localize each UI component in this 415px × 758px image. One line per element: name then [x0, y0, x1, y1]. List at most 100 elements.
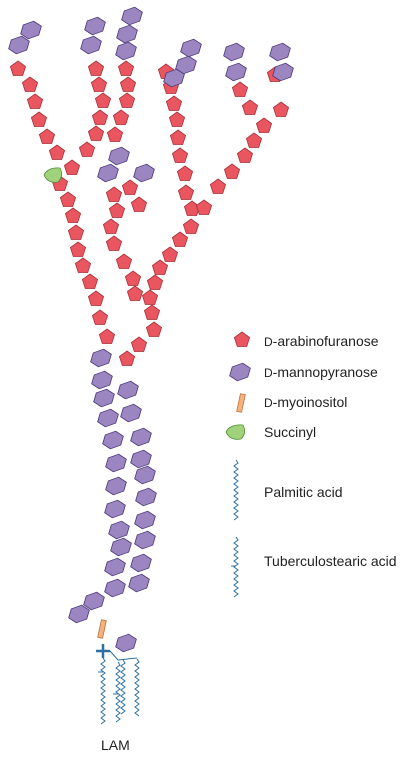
arabinofuranose-pentagon [141, 289, 159, 305]
mannopyranose-hexagon [97, 163, 119, 183]
arabinofuranose-pentagon [126, 285, 144, 301]
arabinofuranose-pentagon [63, 159, 81, 175]
legend-suffix-myoinositol: -myoinositol [272, 394, 348, 410]
mannopyranose-hexagon [134, 465, 156, 485]
arabinofuranose-pentagon [87, 60, 105, 76]
arabinofuranose-pentagon [118, 92, 136, 108]
arabinofuranose-pentagon [119, 76, 137, 92]
mannopyranose-hexagon [110, 537, 132, 557]
arabinofuranose-pentagon [143, 304, 161, 320]
legend-label-tuberculostearic-acid: Tuberculostearic acid [264, 553, 397, 569]
mannopyranose-hexagon [115, 41, 137, 61]
legend-prefix-mannopyranose: D [264, 366, 273, 380]
arabinofuranose-pentagon [78, 141, 96, 157]
arabinofuranose-pentagon [161, 246, 179, 262]
glycerol-cross [96, 644, 110, 658]
arabinofuranose-pentagon [98, 328, 116, 344]
mannopyranose-hexagon [90, 348, 112, 368]
arabinofuranose-pentagon [130, 336, 148, 352]
arabinofuranose-pentagon [130, 196, 148, 212]
arabinofuranose-pentagon [91, 309, 109, 325]
arabinofuranose-pentagon [124, 270, 142, 286]
arabinofuranose-pentagon [87, 290, 105, 306]
mannopyranose-hexagon [117, 380, 139, 400]
legend-label-myoinositol: D-myoinositol [264, 394, 347, 410]
mannopyranose-hexagon [115, 633, 137, 653]
legend-label-mannopyranose: D-mannopyranose [264, 364, 378, 380]
arabinofuranose-pentagon [26, 93, 44, 109]
arabinofuranose-pentagon [231, 81, 249, 97]
arabinofuranose-pentagon [106, 126, 124, 142]
arabinofuranose-pentagon [118, 350, 136, 366]
arabinofuranose-pentagon [69, 241, 87, 257]
mannopyranose-hexagon [84, 16, 106, 36]
anchor-acyl-chain [120, 659, 126, 715]
arabinofuranose-pentagon [171, 231, 189, 247]
mannopyranose-hexagon [128, 573, 150, 593]
arabinofuranose-pentagon [171, 147, 189, 163]
mannopyranose-hexagon [116, 24, 138, 44]
arabinofuranose-pentagon [146, 274, 164, 290]
arabinofuranose-pentagon [108, 202, 126, 218]
mannopyranose-hexagon [130, 553, 152, 573]
mannopyranose-hexagon [108, 146, 130, 166]
legend-mannopyranose-icon [229, 362, 251, 382]
arabinofuranose-pentagon [67, 224, 85, 240]
mannopyranose-hexagon [80, 35, 102, 55]
arabinofuranose-pentagon [30, 111, 48, 127]
mannopyranose-hexagon [272, 62, 294, 82]
arabinofuranose-pentagon [117, 60, 135, 76]
arabinofuranose-pentagon [91, 109, 109, 125]
arabinofuranose-pentagon [102, 218, 120, 234]
legend-label-palmitic-acid: Palmitic acid [264, 484, 343, 500]
mannopyranose-hexagon [134, 530, 156, 550]
anchor-acyl-chain [134, 658, 140, 717]
mannopyranose-hexagon [105, 453, 127, 473]
mannopyranose-hexagon [180, 38, 202, 58]
mannopyranose-hexagon [93, 388, 115, 408]
legend-myoinositol-icon [236, 393, 246, 413]
legend-arabinofuranose-icon [233, 331, 251, 347]
arabinofuranose-pentagon [74, 257, 92, 273]
arabinofuranose-pentagon [168, 111, 186, 127]
mannopyranose-hexagon [20, 20, 42, 40]
mannopyranose-hexagon [102, 430, 124, 450]
anchor-acyl-chain [100, 657, 106, 725]
legend-succinyl-icon [225, 424, 245, 440]
legend-tuberculostearic-acid-icon [233, 536, 239, 598]
arabinofuranose-pentagon [241, 99, 259, 115]
mannopyranose-hexagon [104, 499, 126, 519]
arabinofuranose-pentagon [38, 128, 56, 144]
arabinofuranose-pentagon [105, 186, 123, 202]
legend-suffix-arabinofuranose: -arabinofuranose [272, 333, 379, 349]
arabinofuranose-pentagon [94, 92, 112, 108]
mannopyranose-hexagon [120, 403, 142, 423]
arabinofuranose-pentagon [236, 147, 254, 163]
anchor-acyl-chain [115, 661, 121, 723]
arabinofuranose-pentagon [195, 199, 213, 215]
mannopyranose-hexagon [225, 62, 247, 82]
mannopyranose-hexagon [130, 427, 152, 447]
arabinofuranose-pentagon [112, 109, 130, 125]
arabinofuranose-pentagon [169, 129, 187, 145]
legend-prefix-myoinositol: D [264, 396, 273, 410]
arabinofuranose-pentagon [48, 144, 66, 160]
arabinofuranose-pentagon [90, 76, 108, 92]
arabinofuranose-pentagon [209, 178, 227, 194]
mannopyranose-hexagon [269, 42, 291, 62]
arabinofuranose-pentagon [59, 191, 77, 207]
mannopyranose-hexagon [8, 35, 30, 55]
arabinofuranose-pentagon [165, 95, 183, 111]
legend-suffix-mannopyranose: -mannopyranose [272, 364, 378, 380]
mannopyranose-hexagon [108, 520, 130, 540]
legend-label-succinyl: Succinyl [264, 424, 317, 440]
structure-label-lam: LAM [101, 737, 130, 753]
mannopyranose-hexagon [133, 163, 155, 183]
arabinofuranose-pentagon [64, 207, 82, 223]
arabinofuranose-pentagon [9, 60, 27, 76]
mannopyranose-hexagon [163, 68, 185, 88]
mannopyranose-hexagon [135, 487, 157, 507]
mannopyranose-hexagon [134, 510, 156, 530]
mannopyranose-hexagon [121, 6, 143, 26]
